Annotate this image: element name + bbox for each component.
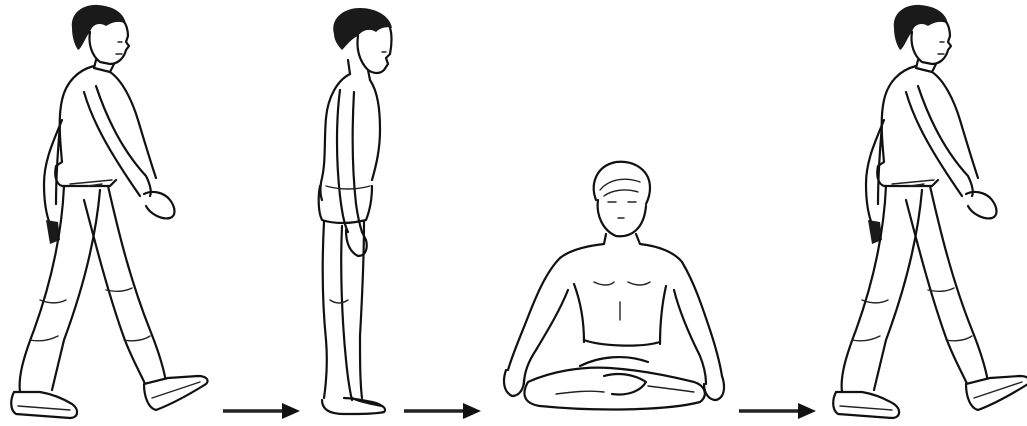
arrow-right-icon — [739, 403, 816, 419]
arrow-right-icon — [223, 403, 300, 419]
seated-meditation-figure — [504, 162, 724, 410]
arrow-right-icon — [404, 403, 481, 419]
walking-man-figure — [833, 5, 1027, 418]
walking-man-figure — [11, 5, 207, 418]
standing-man-figure — [319, 8, 392, 414]
